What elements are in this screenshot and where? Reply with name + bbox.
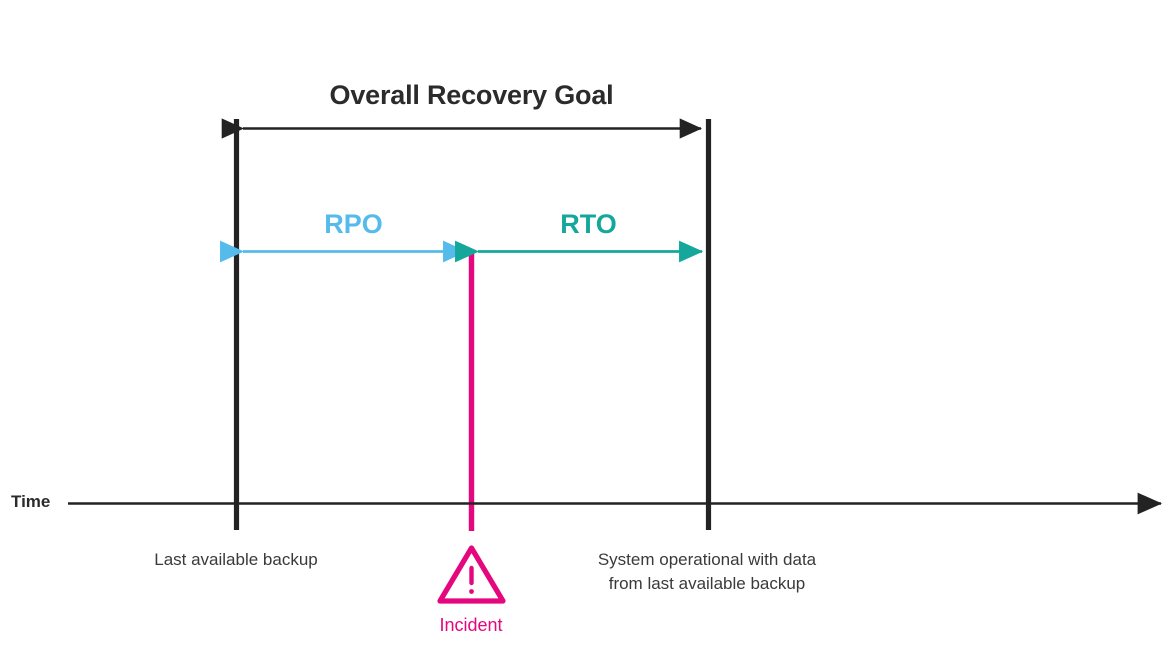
caption-incident: Incident — [439, 615, 503, 635]
rto-label: RTO — [560, 209, 617, 239]
page-title: Overall Recovery Goal — [329, 80, 614, 110]
caption-last-available-backup: Last available backup — [154, 550, 318, 569]
time-axis-label: Time — [11, 492, 51, 511]
caption-system-operational: System operational with data from last a… — [597, 550, 817, 594]
rpo-label: RPO — [324, 209, 383, 239]
warning-triangle-icon — [437, 545, 506, 604]
